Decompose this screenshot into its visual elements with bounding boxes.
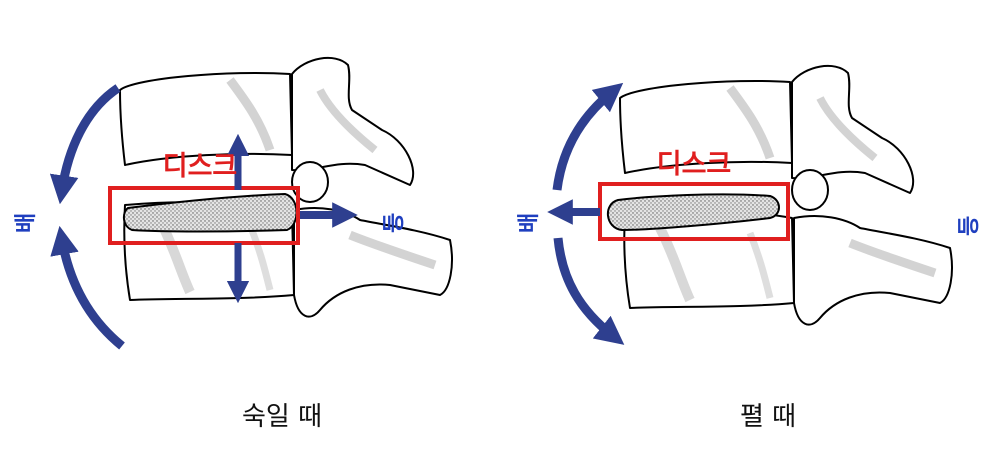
curve-arrow-bottom-right <box>553 237 625 345</box>
disc-label-right: 디스크 <box>657 149 732 180</box>
panel-bending: 디스크 배 등 숙일 때 <box>14 58 452 432</box>
disc-right <box>607 193 780 232</box>
back-label-left: 등 <box>382 213 407 233</box>
curve-arrow-top-left <box>49 84 121 205</box>
caption-bending: 숙일 때 <box>242 402 322 432</box>
disc-label-left: 디스크 <box>163 151 238 182</box>
disc-highlight-box-left <box>108 186 300 245</box>
front-label-right: 배 <box>517 213 542 233</box>
disc-left <box>122 192 298 233</box>
curve-arrow-top-right <box>552 82 624 191</box>
curve-arrow-bottom-left <box>50 225 125 350</box>
back-label-right: 등 <box>957 216 982 236</box>
caption-extending: 펼 때 <box>740 402 796 432</box>
panel-extending: 디스크 배 등 펼 때 <box>517 66 982 432</box>
front-label-left: 배 <box>14 213 39 233</box>
